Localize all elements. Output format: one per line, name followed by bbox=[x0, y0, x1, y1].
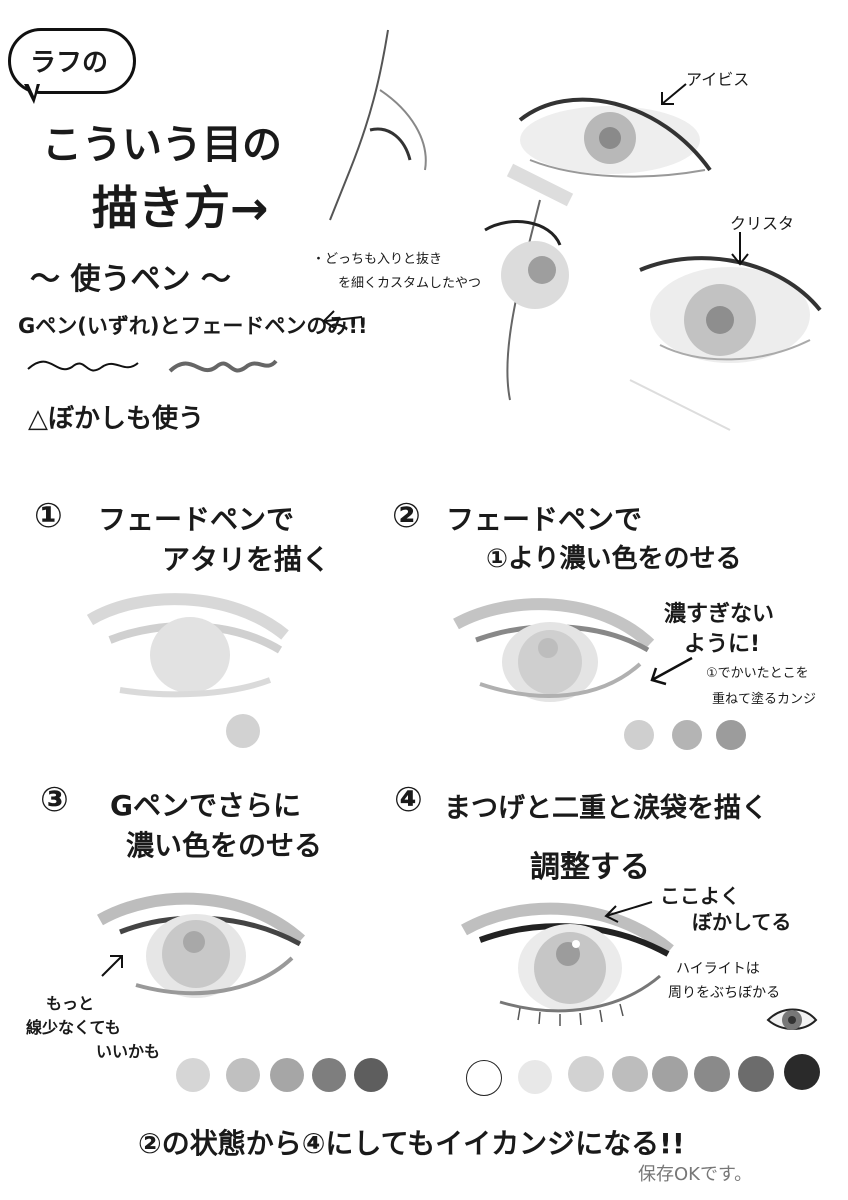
palette-step4-swatch-3 bbox=[568, 1056, 604, 1092]
brand-ibis: アイビス bbox=[686, 70, 750, 89]
step4-note3: ハイライトは bbox=[676, 961, 760, 977]
step2-note1: 濃すぎない bbox=[664, 602, 775, 627]
step3-note3: いいかも bbox=[96, 1042, 161, 1061]
palette-step4-swatch-6 bbox=[694, 1056, 730, 1092]
pens-note-line1: ・どっちも入りと抜き bbox=[312, 252, 443, 267]
pens-note-line2: を細くカスタムしたやつ bbox=[338, 276, 482, 291]
step4-note1: ここよく bbox=[660, 884, 740, 908]
step1-eye-drawing bbox=[86, 593, 289, 698]
palette-step3-swatch-3 bbox=[270, 1058, 304, 1092]
pens-text: Gペン(いずれ)とフェードペンのみ!! bbox=[18, 314, 368, 338]
footer-saved: 保存OKです。 bbox=[638, 1164, 753, 1185]
palette-step4-swatch-2 bbox=[518, 1060, 552, 1094]
step1-line2: アタリを描く bbox=[162, 543, 331, 576]
palette-step4-swatch-7 bbox=[738, 1056, 774, 1092]
palette-step3-swatch-5 bbox=[354, 1058, 388, 1092]
step3-line2: 濃い色をのせる bbox=[126, 829, 323, 862]
step4-line1: まつげと二重と涙袋を描く bbox=[444, 793, 768, 824]
pen-stroke-samples bbox=[27, 359, 278, 373]
palette-step4-swatch-5 bbox=[652, 1056, 688, 1092]
palette-step4-swatch-1 bbox=[466, 1060, 502, 1096]
arrow-to-ibis-icon bbox=[661, 83, 687, 105]
step2-line1: フェードペンで bbox=[446, 503, 643, 536]
step4-note2: ぼかしてる bbox=[692, 910, 792, 934]
step2-eye-drawing bbox=[453, 598, 655, 702]
left-arrow-icon bbox=[322, 310, 363, 330]
step3-eye-drawing bbox=[97, 892, 306, 998]
palette-step2-swatch-3 bbox=[716, 720, 746, 750]
step3-number: ③ bbox=[40, 780, 69, 820]
palette-step3-swatch-4 bbox=[312, 1058, 346, 1092]
arrow-to-clip-icon bbox=[731, 232, 749, 266]
step2-note4: 重ねて塗るカンジ bbox=[712, 692, 817, 707]
step3-note2: 線少なくても bbox=[26, 1018, 121, 1037]
speech-bubble-tail bbox=[24, 83, 40, 104]
palette-step4-swatch-4 bbox=[612, 1056, 648, 1092]
step3-note1: もっと bbox=[46, 994, 95, 1013]
palette-step3-swatch-1 bbox=[176, 1058, 210, 1092]
sample-eye-sketches bbox=[329, 29, 822, 431]
step4-line2: 調整する bbox=[530, 850, 650, 885]
step4-eye-drawing bbox=[461, 902, 674, 1026]
palette-step4-swatch-8 bbox=[784, 1054, 820, 1090]
palette-step1-swatch bbox=[226, 714, 260, 748]
title-line1: こういう目の bbox=[42, 122, 282, 168]
palette-step2-swatch-1 bbox=[624, 720, 654, 750]
speech-bubble bbox=[8, 28, 136, 94]
brand-clip: クリスタ bbox=[730, 214, 795, 233]
step3-line1: Gペンでさらに bbox=[110, 789, 301, 822]
bubble-text: ラフの bbox=[30, 48, 109, 78]
step3-arrow-icon bbox=[101, 955, 123, 977]
step4-arrow-icon bbox=[604, 901, 653, 923]
step2-note2: ように! bbox=[684, 632, 761, 657]
step1-number: ① bbox=[34, 496, 63, 536]
step4-number: ④ bbox=[394, 780, 423, 820]
pens-heading: 〜 使うペン 〜 bbox=[30, 262, 231, 297]
step1-line1: フェードペンで bbox=[98, 503, 295, 536]
step2-line2: ①より濃い色をのせる bbox=[486, 544, 742, 574]
palette-step2-swatch-2 bbox=[672, 720, 702, 750]
mini-eye-icon bbox=[766, 1008, 818, 1030]
step4-note4: 周りをぶちぼかる bbox=[668, 985, 781, 1001]
step2-number: ② bbox=[392, 496, 421, 536]
footer-summary: ②の状態から④にしてもイイカンジになる!! bbox=[138, 1127, 685, 1160]
palette-step3-swatch-2 bbox=[226, 1058, 260, 1092]
blur-text: △ぼかしも使う bbox=[28, 404, 204, 434]
step2-note3: ①でかいたとこを bbox=[706, 666, 809, 681]
step2-arrow-icon bbox=[650, 656, 693, 686]
title-line2: 描き方→ bbox=[92, 181, 269, 235]
